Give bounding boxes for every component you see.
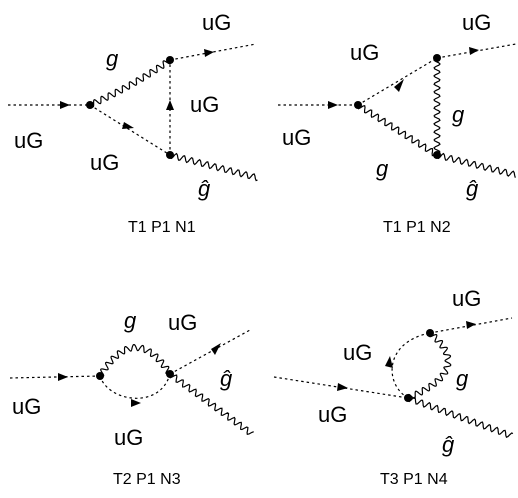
ghost-arrow-icon	[211, 343, 221, 355]
ghost-arrow-icon	[466, 321, 476, 329]
ghost-arrow-icon	[337, 383, 348, 391]
diagram-t1-p1-n2: uG uG uG g g ĝ T1 P1 N2	[278, 10, 517, 236]
ghost-arrow-icon	[394, 79, 404, 92]
lower-ghost-label: uG	[90, 150, 119, 175]
vertex	[166, 370, 174, 378]
ghost-arrow-icon	[122, 122, 134, 129]
diagram-t1-p1-n1: uG g uG uG uG ĝ T1 P1 N1	[8, 10, 258, 236]
vertex	[354, 101, 362, 109]
upper-gluon-line	[89, 59, 172, 108]
upper-ghost-line	[357, 57, 438, 106]
upper-ghost-label: uG	[350, 40, 379, 65]
ghost-arrow-icon	[60, 101, 70, 109]
out-ghost-label: uG	[452, 286, 481, 311]
lower-gluon-line	[357, 104, 439, 157]
in-ghost-label: uG	[318, 402, 347, 427]
in-ghost-label: uG	[12, 394, 41, 419]
diagram-caption: T3 P1 N4	[380, 471, 448, 488]
ghost-arrow-icon	[385, 356, 393, 368]
out-ghost-label: uG	[202, 10, 231, 35]
loop-ghost-label: uG	[343, 340, 372, 365]
outgoing-gluon-line	[169, 152, 258, 182]
vertex	[86, 101, 94, 109]
outgoing-ghost-line	[169, 43, 257, 61]
outgoing-ghost-line	[169, 329, 251, 375]
outgoing-gluon-line	[168, 373, 254, 435]
vertical-gluon-label: g	[452, 102, 465, 127]
diagram-caption: T2 P1 N3	[113, 471, 181, 488]
loop-ghost-line	[391, 332, 431, 399]
ghost-arrow-icon	[469, 47, 479, 55]
vertex	[433, 151, 441, 159]
ghost-arrow-icon	[131, 399, 141, 407]
outgoing-gluon-line	[436, 152, 516, 178]
in-ghost-label: uG	[282, 125, 311, 150]
vertex	[433, 54, 441, 62]
outgoing-gluon-line	[407, 396, 514, 438]
loop-gluon-line	[99, 343, 172, 377]
vertex	[166, 56, 174, 64]
out-gluon-label: ĝ	[466, 176, 479, 201]
out-gluon-label: ĝ	[442, 432, 455, 457]
out-gluon-label: ĝ	[198, 176, 211, 201]
out-ghost-label: uG	[168, 310, 197, 335]
loop-gluon-line	[407, 332, 452, 400]
vertical-gluon-line	[433, 57, 441, 156]
loop-ghost-label: uG	[114, 425, 143, 450]
gluon-label: g	[106, 46, 119, 71]
lower-ghost-line	[89, 104, 171, 156]
vertex	[426, 329, 434, 337]
vertex	[166, 151, 174, 159]
ghost-arrow-icon	[204, 49, 214, 57]
loop-ghost-line	[99, 373, 171, 399]
diagram-caption: T1 P1 N2	[383, 219, 451, 236]
loop-gluon-label: g	[456, 366, 469, 391]
out-gluon-label: ĝ	[220, 366, 233, 391]
in-ghost-label: uG	[14, 128, 43, 153]
incoming-ghost-line	[9, 375, 101, 379]
out-ghost-label: uG	[462, 10, 491, 35]
vertex	[96, 372, 104, 380]
vertex	[404, 394, 412, 402]
ghost-arrow-icon	[166, 100, 174, 110]
ghost-arrow-icon	[58, 373, 68, 381]
diagram-t2-p1-n3: uG g uG uG ĝ T2 P1 N3	[9, 308, 254, 488]
diagram-caption: T1 P1 N1	[128, 219, 196, 236]
diagram-t3-p1-n4: uG uG uG g ĝ T3 P1 N4	[273, 286, 514, 488]
lower-gluon-label: g	[376, 156, 389, 181]
loop-gluon-label: g	[124, 308, 137, 333]
vertical-ghost-label: uG	[190, 92, 219, 117]
ghost-arrow-icon	[328, 101, 338, 109]
